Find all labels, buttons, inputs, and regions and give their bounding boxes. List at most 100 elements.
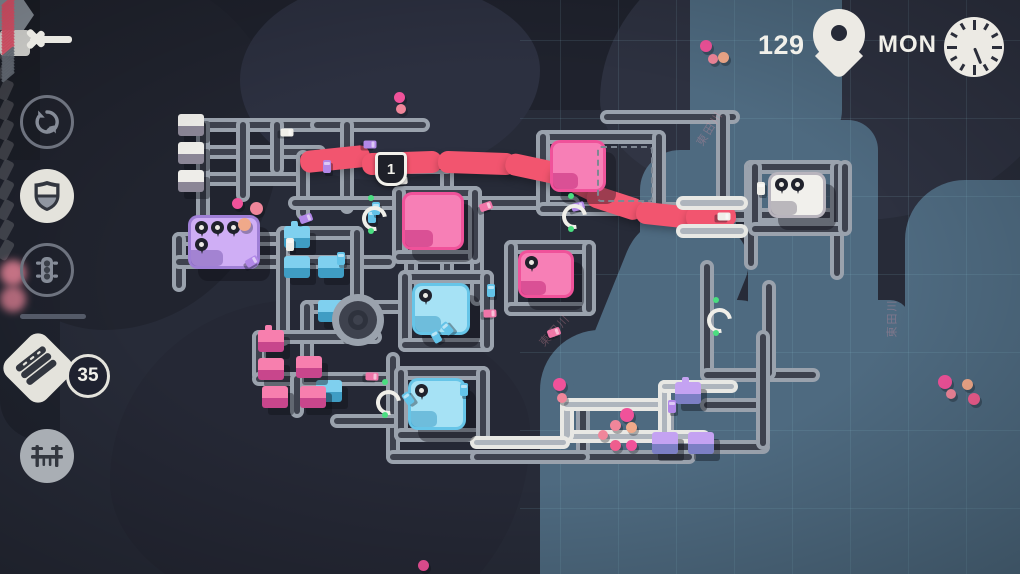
- destination-blue[interactable]: [408, 378, 466, 430]
- destination-shade: [415, 316, 442, 332]
- map-pin-hole: [831, 25, 847, 41]
- pedestrian-dot: [238, 218, 251, 231]
- destination-pink[interactable]: [518, 250, 574, 298]
- road-surface: [396, 190, 402, 260]
- clock-tick: [959, 63, 966, 72]
- house-pink[interactable]: [258, 358, 284, 380]
- road-surface: [474, 200, 576, 206]
- house-white[interactable]: [178, 142, 204, 164]
- map-pin-icon: [813, 9, 865, 81]
- house-body: [318, 312, 344, 322]
- house-white[interactable]: [178, 170, 204, 192]
- road-count-badge: 35: [66, 354, 110, 398]
- car: [337, 252, 345, 265]
- road-surface: [398, 370, 486, 376]
- house-purple[interactable]: [675, 377, 701, 404]
- road-surface: [256, 376, 398, 382]
- destination-pin: [195, 221, 208, 238]
- pedestrian-dot: [610, 440, 621, 451]
- back-button[interactable]: [24, 22, 72, 56]
- roundabout[interactable]: [332, 294, 384, 346]
- house-roof: [262, 386, 288, 398]
- score-group: 129: [758, 14, 805, 76]
- destination-pin: [195, 238, 208, 255]
- water-grid-line-v: [792, 0, 793, 574]
- house-pink[interactable]: [300, 386, 326, 408]
- car: [372, 202, 380, 215]
- roundabout-island: [353, 315, 363, 325]
- house-body: [258, 370, 284, 380]
- house-body: [284, 238, 310, 248]
- destination-shade: [553, 173, 579, 189]
- road-surface: [586, 244, 592, 312]
- restart-button[interactable]: [20, 95, 74, 149]
- house-white[interactable]: [178, 114, 204, 136]
- house-blue[interactable]: [284, 256, 310, 278]
- road-surface: [748, 164, 840, 170]
- pedestrian-dot: [968, 393, 980, 405]
- clock-group[interactable]: [944, 16, 1004, 78]
- house-body: [318, 268, 344, 278]
- road-surface: [200, 176, 304, 182]
- destination-pink[interactable]: [402, 192, 464, 250]
- pedestrian-dot: [598, 430, 608, 440]
- house-roof: [178, 114, 204, 126]
- road-surface: [396, 254, 478, 260]
- motorway-tool-button[interactable]: [20, 169, 74, 223]
- destination-white[interactable]: [768, 172, 826, 218]
- house-roof: [258, 330, 284, 342]
- pedestrian-dot: [394, 92, 405, 103]
- bridge-tool-button[interactable]: [20, 429, 74, 483]
- house-roof: [178, 142, 204, 154]
- house-roof: [284, 256, 310, 268]
- back-arrow-icon: [30, 36, 72, 43]
- traffic-light[interactable]: [557, 193, 592, 234]
- traffic-light[interactable]: [357, 195, 392, 236]
- bridge-icon: [31, 445, 63, 467]
- road-surface: [334, 418, 396, 424]
- pedestrian-dot: [232, 198, 243, 209]
- road-stack-button[interactable]: 35: [0, 328, 110, 416]
- car: [487, 284, 495, 297]
- traffic-light[interactable]: [371, 379, 406, 420]
- house-blue[interactable]: [284, 221, 310, 248]
- house-purple[interactable]: [688, 432, 714, 454]
- house-purple[interactable]: [652, 432, 678, 454]
- house-roof: [300, 386, 326, 398]
- road-surface: [752, 164, 758, 232]
- house-body: [688, 444, 714, 454]
- road-surface: [656, 134, 662, 212]
- bridge-surface: [474, 440, 566, 445]
- water-grid-line-v: [734, 0, 735, 574]
- house-roof: [652, 432, 678, 444]
- motorway-shield[interactable]: 1: [375, 152, 407, 186]
- empty-plot[interactable]: [597, 146, 653, 202]
- sidebar-divider: [20, 314, 86, 319]
- house-roof: [258, 358, 284, 370]
- house-roof: [296, 356, 322, 368]
- clock-tick: [991, 46, 1002, 49]
- score-value: 129: [758, 29, 805, 60]
- house-chimney: [291, 221, 298, 228]
- road-surface: [508, 306, 592, 312]
- road-surface: [540, 134, 662, 140]
- traffic-light-green-bottom: [568, 226, 574, 232]
- house-body: [675, 394, 701, 404]
- house-pink[interactable]: [262, 386, 288, 408]
- river-east-arm: [905, 180, 1020, 500]
- pedestrian-dot: [718, 52, 729, 63]
- clock-tick: [972, 65, 976, 75]
- destination-pin: [525, 256, 538, 273]
- traffic-light-tool-button[interactable]: [20, 243, 74, 297]
- house-pink[interactable]: [296, 356, 322, 378]
- water-grid-line-v: [908, 0, 909, 574]
- house-pink[interactable]: [258, 325, 284, 352]
- destination-pink[interactable]: [550, 140, 606, 192]
- traffic-light[interactable]: [702, 297, 737, 338]
- road-surface: [240, 122, 246, 198]
- destination-pin: [419, 289, 432, 306]
